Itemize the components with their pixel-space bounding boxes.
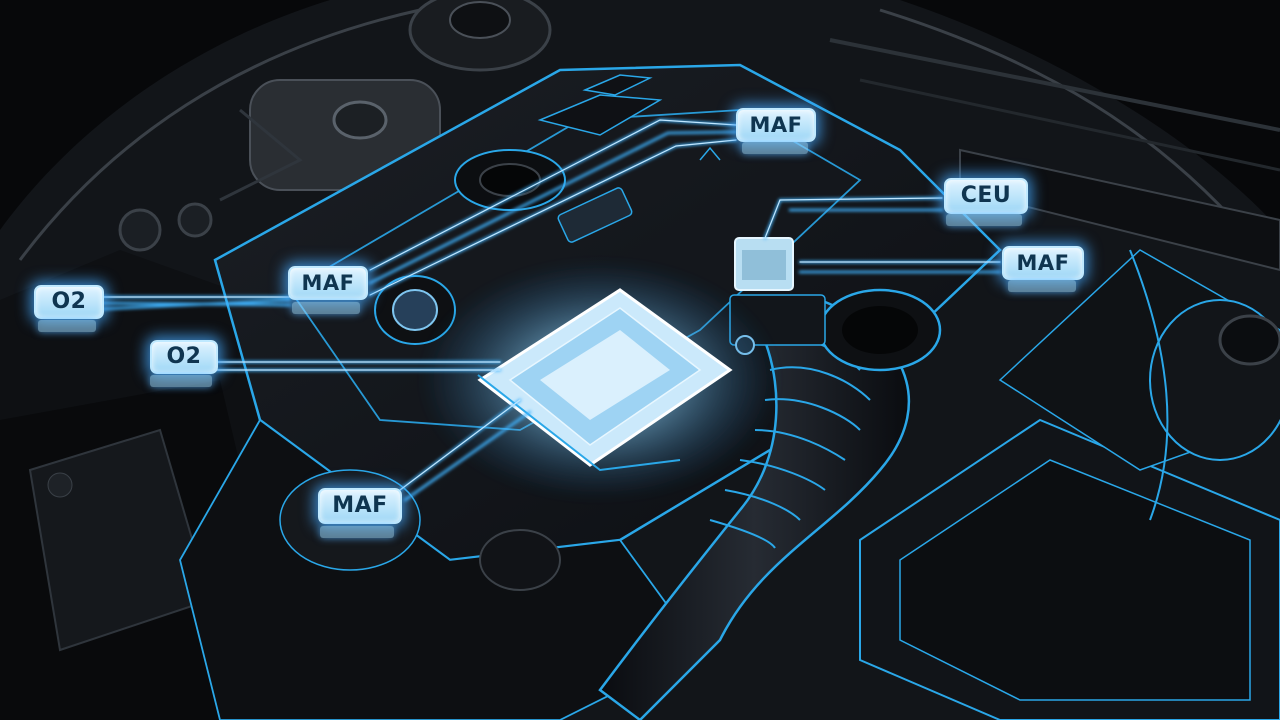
o2-sensor-sublabel-mid — [150, 375, 212, 387]
maf-sensor-label-low: MAF — [318, 488, 402, 524]
maf-sensor-label-right: MAF — [1002, 246, 1084, 280]
maf-sensor-sublabel-mid — [292, 302, 360, 314]
o2-sensor-label-mid: O2 — [150, 340, 218, 374]
maf-sensor-sublabel-top — [742, 142, 808, 154]
ceu-sublabel — [946, 214, 1022, 226]
maf-sensor-sublabel-right — [1008, 280, 1076, 292]
maf-sensor-label-mid: MAF — [288, 266, 368, 300]
o2-sensor-label-left: O2 — [34, 285, 104, 319]
o2-sensor-sublabel-left — [38, 320, 96, 332]
maf-sensor-label-top: MAF — [736, 108, 816, 142]
maf-sensor-sublabel-low — [320, 526, 394, 538]
ceu-label: CEU — [944, 178, 1028, 214]
